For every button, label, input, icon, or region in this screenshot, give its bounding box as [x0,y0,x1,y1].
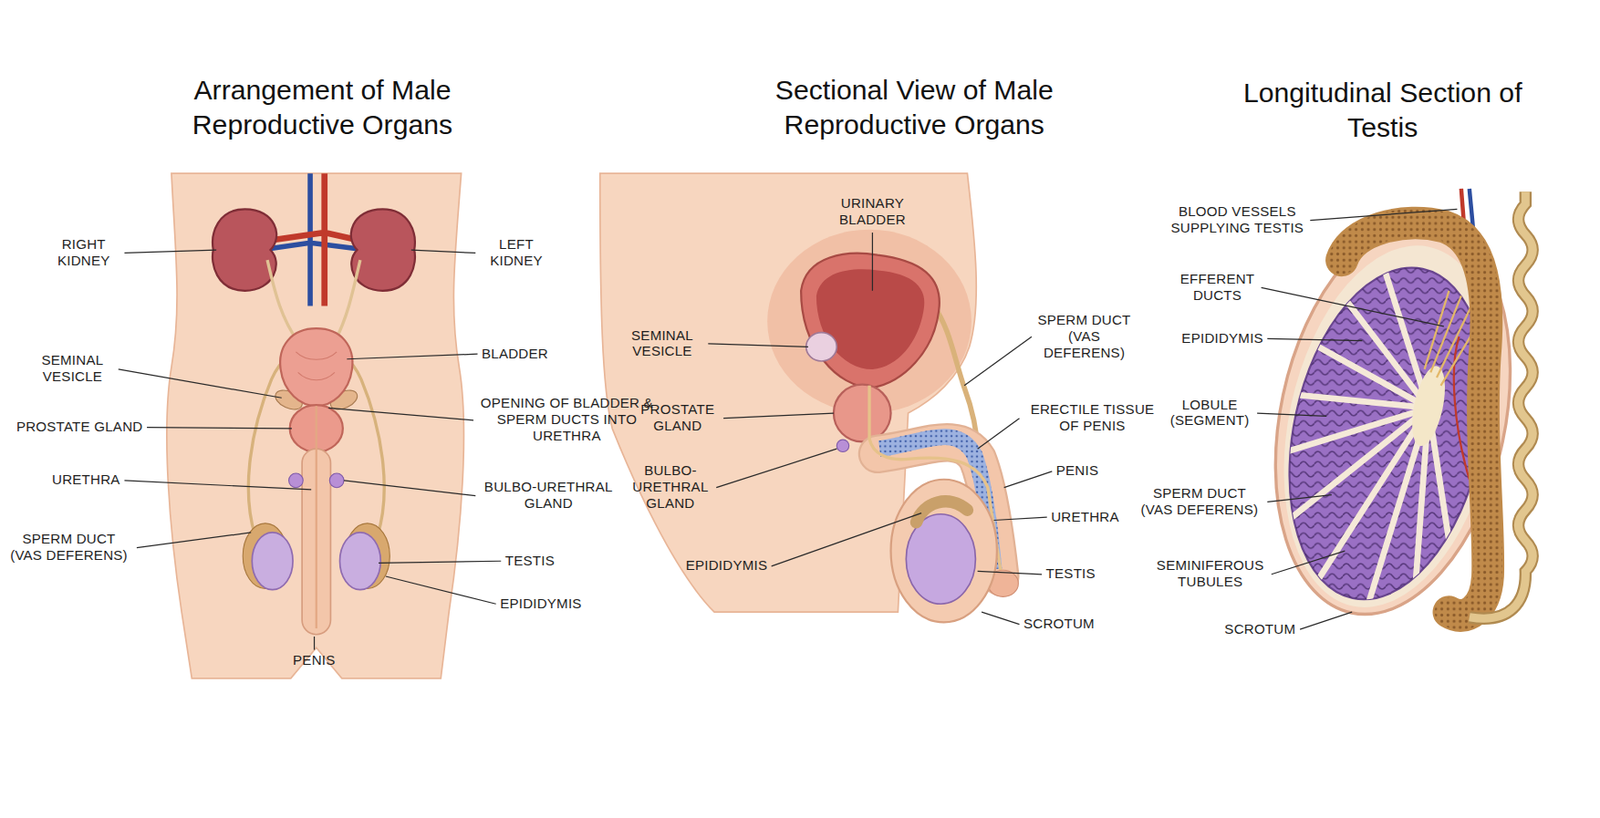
part-label: URINARY BLADDER [829,196,916,230]
part-label: EFFERENT DUCTS [1177,270,1258,305]
part-label: BULBO-URETHRAL GLAND [479,478,618,513]
part-label: EPIDIDYMIS [499,595,582,613]
leader-line [378,561,501,563]
part-label: SCROTUM [1023,616,1095,634]
part-label: TESTIS [505,552,555,570]
scrotum [891,479,998,624]
part-label: OPENING OF BLADDER & SPERM DUCTS INTO UR… [477,394,657,446]
part-label: URETHRA [1050,509,1120,526]
part-label: SEMINAL VESICLE [620,327,705,362]
leader-line [313,636,315,651]
testis [251,532,293,591]
part-label: BLOOD VESSELS SUPPLYING TESTIS [1168,203,1307,238]
sperm-duct-outline [1469,191,1533,619]
lobules [1224,183,1520,684]
part-label: SPERM DUCT (VAS DEFERENS) [1035,311,1133,363]
leader-line [1271,550,1346,575]
part-label: SEMINAL VESICLE [31,352,115,386]
bulbo-urethral-gland [836,439,849,452]
leader-line [1267,495,1331,503]
part-label: BULBO- URETHRAL GLAND [628,462,713,513]
body-outline [600,173,977,613]
panel-title: Sectional View of Male Reproductive Orga… [746,73,1083,144]
leader-line [118,369,282,398]
part-label: EPIDIDYMIS [685,558,769,575]
leader-line [771,513,922,567]
leader-line [1004,471,1053,489]
part-label: RIGHT KIDNEY [46,236,121,271]
part-label: PENIS [1056,463,1099,480]
leader-line [124,480,312,490]
leader-line [385,576,497,604]
epididymis [1341,223,1488,616]
bulbo-urethral-gland [329,473,344,489]
part-label: EPIDIDYMIS [1181,330,1264,347]
part-label: PROSTATE GLAND [635,401,720,436]
part-label: SPERM DUCT (VAS DEFERENS) [1135,485,1264,520]
kidney [351,208,416,291]
part-label: ERECTILE TISSUE OF PENIS [1023,401,1162,436]
leader-line [964,336,1032,386]
part-label: BLADDER [481,345,549,363]
leader-line [1267,338,1362,341]
leader-line [1309,208,1457,220]
leader-line [1299,612,1352,630]
part-label: PROSTATE GLAND [16,419,144,437]
leader-line [1261,287,1445,327]
leader-line [124,249,217,253]
bladder [280,328,353,406]
bulbo-urethral-gland [289,473,304,489]
sectional-view [600,173,1019,623]
leader-line [994,517,1048,520]
bladder-fold [295,352,337,381]
leader-line [716,448,837,489]
part-label: LEFT KIDNEY [479,236,554,271]
seminal-vesicle [806,332,838,362]
prostate-gland [833,384,892,443]
sperm-duct [1469,191,1533,619]
leader-line [136,532,251,549]
leader-line [346,353,478,360]
part-label: TESTIS [1046,566,1096,583]
testis-section [1224,183,1544,684]
panel-title: Arrangement of Male Reproductive Organs [154,73,491,144]
leader-line [872,232,873,291]
part-label: SEMINIFEROUS TUBULES [1153,557,1268,592]
rete-testis [1405,363,1451,449]
urethra [315,405,318,629]
leader-line [343,480,476,497]
leader-line [977,418,1020,450]
epididymis-texture [1341,223,1488,616]
part-label: PENIS [292,653,335,670]
leader-line [328,407,474,420]
part-label: LOBULE (SEGMENT) [1166,396,1254,431]
leader-line [411,249,476,253]
part-label: SCROTUM [1224,621,1296,638]
kidney [212,208,277,291]
epididymis [916,501,968,523]
leader-line [707,343,809,347]
panel-title: Longitudinal Section of Testis [1229,76,1537,146]
aorta [267,173,362,306]
bladder [800,253,940,388]
front-view [166,173,465,679]
leader-line [1257,413,1327,416]
part-label: SPERM DUCT (VAS DEFERENS) [5,530,134,565]
leader-line [981,612,1019,624]
part-label: URETHRA [51,472,121,489]
torso-outline [166,173,465,679]
leader-line [146,427,292,429]
testis [340,532,382,591]
leader-line [723,413,834,419]
leader-line [977,571,1042,574]
